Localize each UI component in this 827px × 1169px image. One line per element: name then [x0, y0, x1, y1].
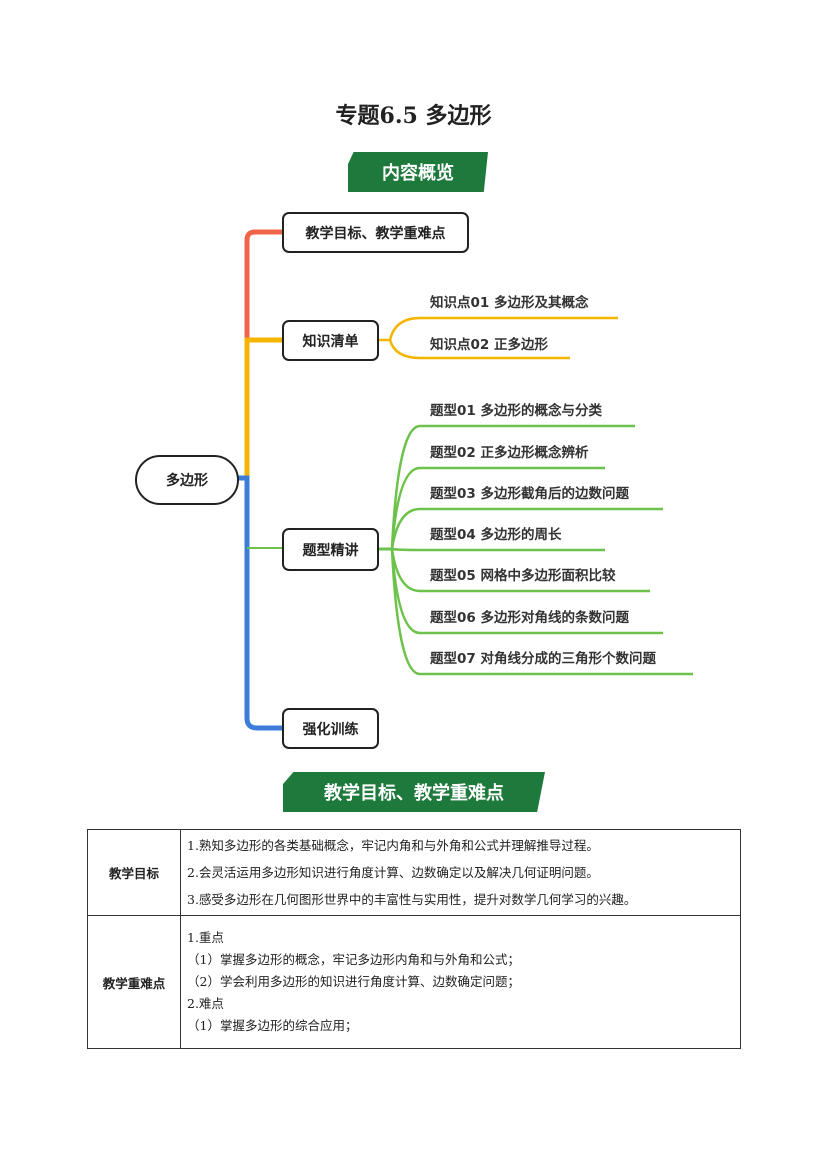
table-row: 教学目标 1.熟知多边形的各类基础概念，牢记内角和与外角和公式并理解推导过程。 … [87, 829, 741, 916]
type-item: 题型05 网格中多边形面积比较 [430, 568, 616, 584]
goal-line: 2.会灵活运用多边形知识进行角度计算、边数确定以及解决几何证明问题。 [187, 865, 599, 880]
goal-line: 3.感受多边形在几何图形世界中的丰富性与实用性，提升对数学几何学习的兴趣。 [187, 892, 637, 907]
type-connector [378, 547, 693, 676]
knowledge-item: 知识点02 正多边形 [430, 337, 548, 353]
section-banner-overview: 内容概览 [348, 152, 488, 192]
type-item: 题型01 多边形的概念与分类 [430, 403, 602, 419]
goal-line: 1.熟知多边形的各类基础概念，牢记内角和与外角和公式并理解推导过程。 [187, 838, 599, 853]
section-banner-goals: 教学目标、教学重难点 [283, 772, 545, 812]
type-item: 题型04 多边形的周长 [430, 527, 562, 543]
type-item: 题型06 多边形对角线的条数问题 [430, 610, 629, 626]
page-title: 专题6.5 多边形 [335, 103, 492, 129]
type-item: 题型02 正多边形概念辨析 [430, 445, 589, 461]
branch-node-goals: 教学目标、教学重难点 [282, 212, 469, 253]
mindmap-root: 多边形 [135, 455, 239, 505]
row-header: 教学目标 [87, 829, 181, 916]
branch-node-types: 题型精讲 [282, 528, 379, 571]
branch-line-goals [244, 229, 282, 340]
type-connector [378, 547, 605, 552]
type-connectors [378, 424, 693, 676]
table-row: 教学重难点 1.重点 （1）掌握多边形的概念，牢记多边形内角和与外角和公式； （… [87, 915, 741, 1049]
branch-line-training [238, 475, 282, 731]
type-item: 题型07 对角线分成的三角形个数问题 [430, 651, 656, 667]
key-point-line: （1）掌握多边形的概念，牢记多边形内角和与外角和公式； [187, 952, 520, 967]
mindmap-connectors [238, 229, 693, 731]
goals-table: 教学目标 1.熟知多边形的各类基础概念，牢记内角和与外角和公式并理解推导过程。 … [87, 829, 741, 1049]
key-point-line: （2）学会利用多边形的知识进行角度计算、边数确定问题； [187, 974, 520, 989]
knowledge-connectors [378, 316, 618, 360]
branch-node-training: 强化训练 [282, 708, 379, 749]
key-point-line: （1）掌握多边形的综合应用； [187, 1018, 358, 1033]
branch-node-knowledge: 知识清单 [282, 320, 379, 361]
key-point-line: 2.难点 [187, 996, 224, 1011]
knowledge-item: 知识点01 多边形及其概念 [430, 295, 589, 311]
type-item: 题型03 多边形截角后的边数问题 [430, 486, 629, 502]
key-point-line: 1.重点 [187, 930, 224, 945]
branch-line-knowledge [244, 337, 282, 478]
row-header: 教学重难点 [87, 915, 181, 1049]
